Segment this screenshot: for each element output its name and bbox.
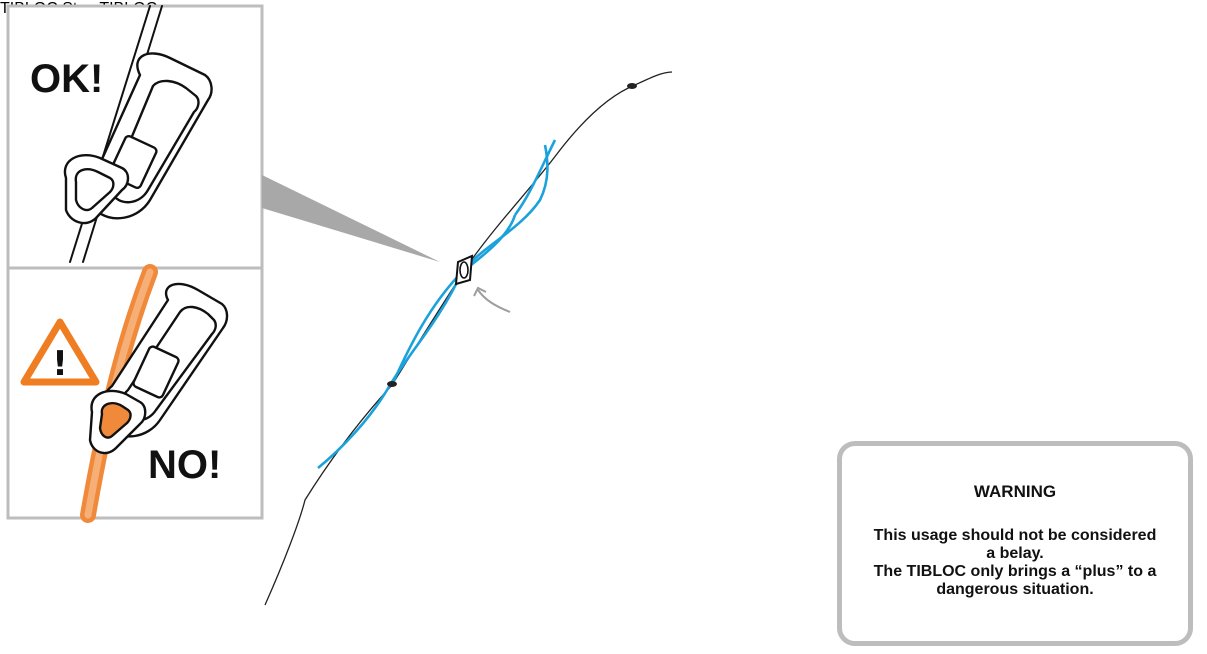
zoom-callout-wedge (262, 175, 440, 262)
ok-carabiner-illustration (63, 5, 213, 263)
pointer-arrow (477, 289, 511, 313)
warning-box: WARNING This usage should not be conside… (837, 441, 1193, 646)
scene-left-climbing (264, 71, 673, 606)
rock-crack-line (264, 71, 673, 606)
warning-line: dangerous situation. (936, 581, 1094, 598)
blue-rope-slack (390, 271, 463, 386)
protection-point (627, 83, 637, 89)
warning-body: This usage should not be considered a be… (850, 527, 1180, 599)
ok-label: OK! (30, 57, 103, 101)
warning-title: WARNING (973, 482, 1057, 501)
warning-line: a belay. (986, 545, 1044, 562)
tibloc-device (454, 254, 474, 286)
warning-line: The TIBLOC only brings a “plus” to a (873, 563, 1157, 580)
svg-text:!: ! (52, 344, 68, 384)
protection-point (387, 381, 397, 387)
warning-triangle-icon: ! (20, 318, 100, 386)
inset-panels: OK! ! NO! (6, 4, 440, 523)
warning-line: This usage should not be considered (873, 527, 1157, 544)
no-carabiner-illustration (80, 264, 229, 523)
no-label: NO! (148, 443, 221, 487)
